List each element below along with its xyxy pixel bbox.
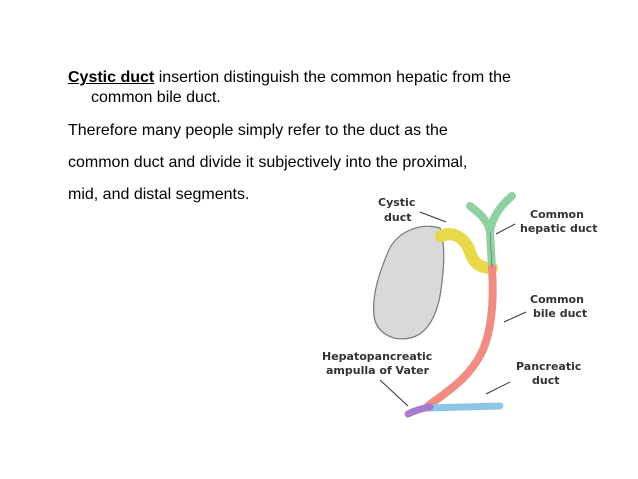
pointer-ampulla (379, 379, 409, 407)
label-cystic-1: Cystic (378, 196, 415, 209)
text-line-2: common bile duct. (91, 89, 221, 106)
pointer-pancreatic (485, 381, 511, 395)
cystic-duct (435, 228, 498, 274)
label-pancreatic-1: Pancreatic (516, 360, 581, 373)
duct-outline (489, 231, 493, 269)
pointer-cystic (419, 211, 447, 223)
text-line-3: Therefore many people simply refer to th… (68, 122, 448, 139)
label-bile-1: Common (530, 293, 584, 306)
text-line-1: Cystic duct insertion distinguish the co… (68, 68, 511, 88)
common-bile-duct (424, 264, 497, 410)
text-line-5: mid, and distal segments. (68, 186, 250, 203)
gallbladder (373, 225, 445, 340)
label-ampulla-2: ampulla of Vater (326, 364, 430, 377)
hepatopancreatic-ampulla (404, 403, 434, 418)
cystic-duct-term: Cystic duct (68, 69, 155, 86)
line1-rest: insertion distinguish the common hepatic… (154, 69, 511, 86)
pointer-bile (503, 311, 527, 323)
text-line-4: common duct and divide it subjectively i… (68, 154, 468, 171)
label-cystic-2: duct (384, 211, 411, 224)
label-hepatic-1: Common (530, 208, 584, 221)
common-hepatic-duct (466, 192, 516, 272)
label-ampulla-1: Hepatopancreatic (322, 350, 432, 363)
label-pancreatic-2: duct (532, 374, 559, 387)
label-hepatic-2: hepatic duct (520, 222, 597, 235)
label-bile-2: bile duct (533, 307, 587, 320)
pointer-hepatic (495, 223, 516, 235)
pancreatic-duct (424, 402, 504, 412)
